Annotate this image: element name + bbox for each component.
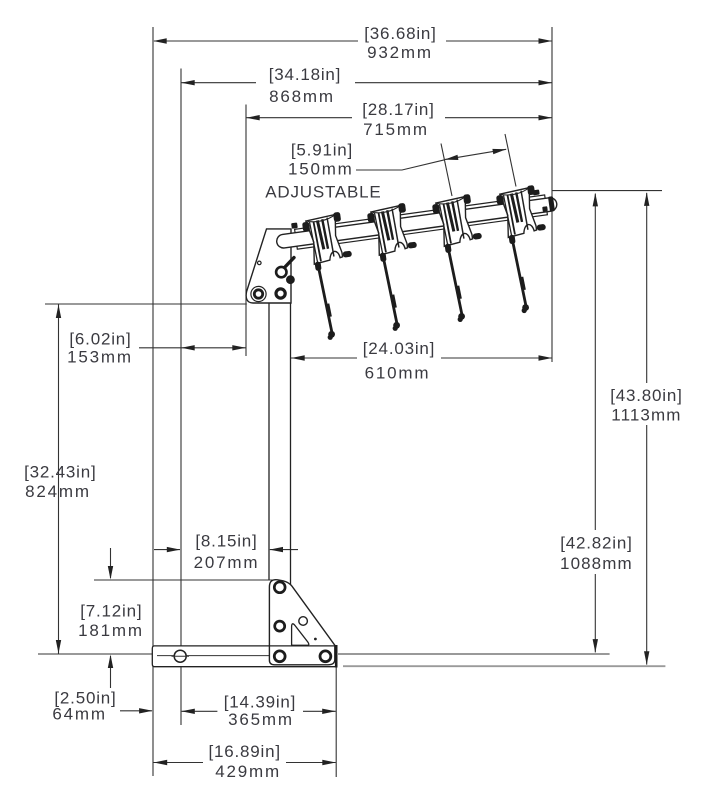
- svg-text:64mm: 64mm: [52, 705, 106, 724]
- svg-text:[42.82in]: [42.82in]: [560, 534, 632, 553]
- svg-text:1088mm: 1088mm: [560, 554, 633, 573]
- svg-text:181mm: 181mm: [78, 621, 144, 640]
- svg-text:868mm: 868mm: [269, 87, 335, 106]
- svg-text:715mm: 715mm: [363, 120, 429, 139]
- svg-text:153mm: 153mm: [67, 348, 133, 367]
- svg-text:[43.80in]: [43.80in]: [610, 386, 682, 405]
- svg-text:[24.03in]: [24.03in]: [363, 339, 435, 358]
- svg-text:1113mm: 1113mm: [611, 406, 681, 425]
- svg-text:150mm: 150mm: [288, 160, 354, 179]
- svg-text:[7.12in]: [7.12in]: [80, 602, 142, 621]
- svg-text:207mm: 207mm: [194, 553, 260, 572]
- svg-text:[14.39in]: [14.39in]: [224, 693, 296, 712]
- svg-text:[6.02in]: [6.02in]: [69, 330, 131, 349]
- svg-text:365mm: 365mm: [228, 710, 294, 729]
- svg-text:[8.15in]: [8.15in]: [195, 532, 257, 551]
- svg-text:[28.17in]: [28.17in]: [362, 100, 434, 119]
- svg-text:[34.18in]: [34.18in]: [269, 65, 341, 84]
- svg-text:610mm: 610mm: [365, 364, 431, 383]
- svg-text:[5.91in]: [5.91in]: [291, 141, 353, 160]
- svg-text:ADJUSTABLE: ADJUSTABLE: [265, 183, 381, 202]
- svg-text:[2.50in]: [2.50in]: [54, 689, 116, 708]
- svg-text:[16.89in]: [16.89in]: [208, 742, 280, 761]
- svg-text:429mm: 429mm: [215, 762, 281, 781]
- svg-text:824mm: 824mm: [25, 482, 91, 501]
- svg-text:[32.43in]: [32.43in]: [24, 463, 96, 482]
- svg-text:932mm: 932mm: [367, 43, 433, 62]
- svg-text:[36.68in]: [36.68in]: [364, 24, 436, 43]
